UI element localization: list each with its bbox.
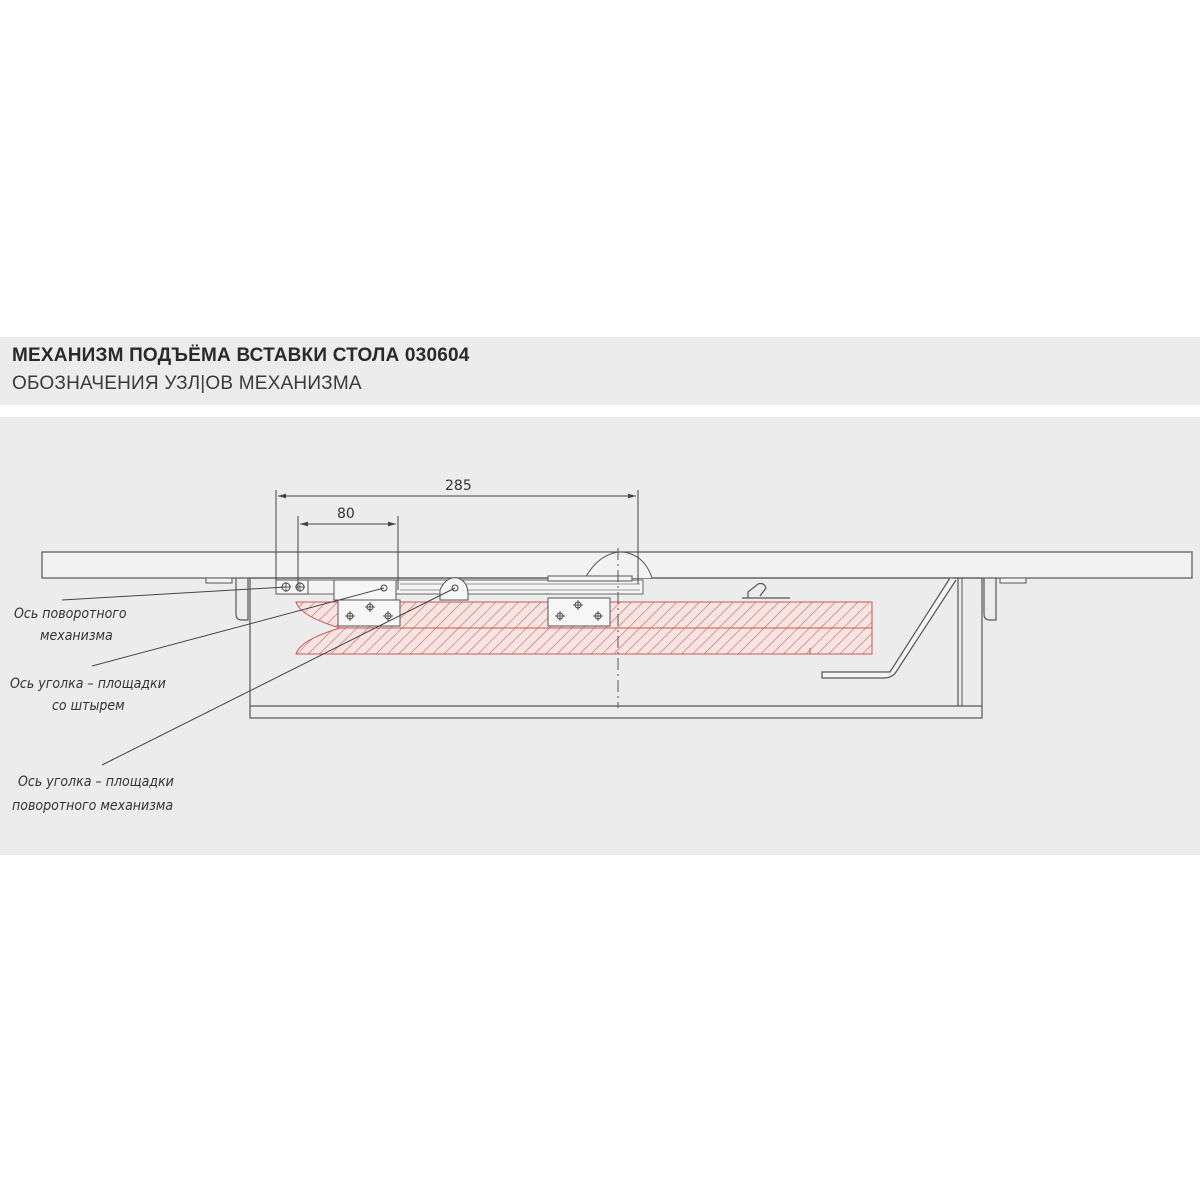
header-band — [0, 337, 1200, 405]
insert-tail — [680, 648, 811, 655]
support-arm — [821, 577, 957, 679]
dimension-285-label: 285 — [445, 478, 472, 494]
right-bracket — [999, 577, 1027, 584]
callout-1-line1: Ось поворотного — [14, 606, 127, 622]
leader-2 — [91, 587, 385, 667]
right-lug — [983, 578, 997, 621]
dimension-285: 285 — [275, 478, 639, 584]
latch — [742, 582, 790, 599]
callout-3-line2: поворотного механизма — [12, 798, 173, 814]
callout-2-line2: со штырем — [52, 698, 125, 714]
leader-1 — [61, 586, 287, 601]
top-cap-base — [547, 575, 633, 582]
callout-1-line2: механизма — [40, 628, 113, 644]
page-subtitle: ОБОЗНАЧЕНИЯ УЗЛ|ОВ МЕХАНИЗМА — [12, 373, 362, 394]
dimension-80-label: 80 — [337, 506, 355, 522]
callout-3-line1: Ось уголка – площадки — [18, 774, 174, 790]
callout-2-line1: Ось уголка – площадки — [10, 676, 166, 692]
lower-plate-right — [547, 597, 611, 627]
left-bracket — [205, 577, 233, 584]
dimension-80: 80 — [297, 506, 399, 590]
page-title: МЕХАНИЗМ ПОДЪЁМА ВСТАВКИ СТОЛА 030604 — [12, 345, 470, 366]
leader-3 — [101, 587, 456, 766]
left-lug — [235, 578, 249, 621]
